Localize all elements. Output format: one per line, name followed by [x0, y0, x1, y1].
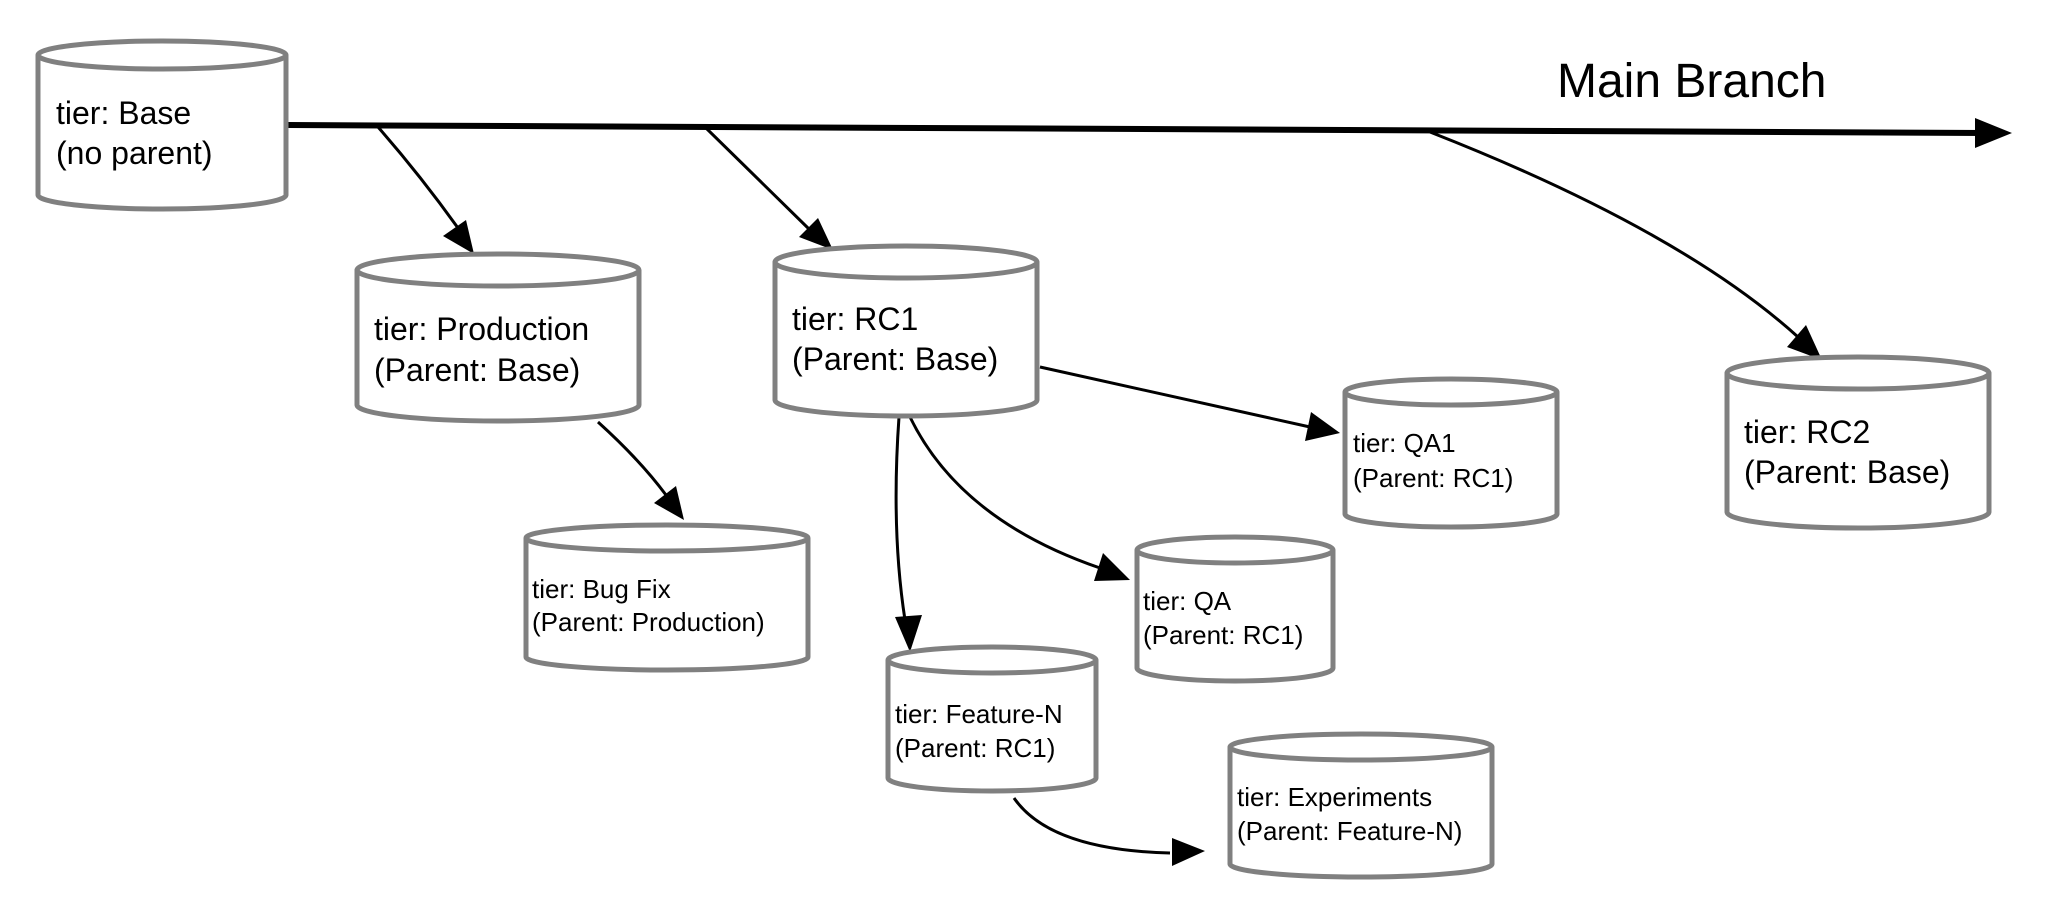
- tier-rc1-name: tier: RC1: [792, 301, 918, 337]
- tier-base: tier: Base (no parent): [35, 38, 289, 212]
- tier-production-body: [354, 270, 642, 424]
- main-branch-arrow: [287, 122, 1986, 136]
- edge-production-to-bugfix: [596, 420, 668, 496]
- tier-production-top: [354, 251, 642, 289]
- tier-rc1-parent: (Parent: Base): [792, 341, 998, 377]
- tier-qa-top: [1134, 534, 1336, 566]
- tier-qa1-top: [1342, 376, 1560, 408]
- edge-base-to-rc1: [704, 126, 812, 232]
- tier-bugfix-label: tier: Bug Fix (Parent: Production): [532, 574, 765, 637]
- tier-bugfix: tier: Bug Fix (Parent: Production): [523, 522, 811, 673]
- tier-experiments-top: [1227, 731, 1495, 763]
- edge-production-to-bugfix-arrowhead: [654, 486, 684, 520]
- edge-rc1-to-qa1: [1039, 365, 1311, 429]
- tier-rc1: tier: RC1 (Parent: Base): [772, 243, 1040, 419]
- tier-experiments-body: [1227, 747, 1495, 880]
- tier-production-name: tier: Production: [374, 311, 589, 347]
- edge-base-to-rc1-arrowhead: [799, 218, 833, 250]
- tier-base-parent: (no parent): [56, 135, 213, 171]
- tier-qa: tier: QA (Parent: RC1): [1134, 534, 1336, 684]
- edge-rc1-to-qa-arrowhead: [1094, 553, 1130, 581]
- edge-rc1-to-qa: [908, 416, 1101, 570]
- tier-feature-n: tier: Feature-N (Parent: RC1): [885, 644, 1099, 794]
- tier-rc2-label: tier: RC2 (Parent: Base): [1744, 414, 1950, 490]
- tier-base-name: tier: Base: [56, 95, 191, 131]
- tier-rc1-body: [772, 262, 1040, 419]
- edge-rc1-to-qa1-arrowhead: [1305, 412, 1340, 441]
- tier-production-parent: (Parent: Base): [374, 352, 580, 388]
- tier-bugfix-body: [523, 538, 811, 673]
- edge-rc1-to-feature-n: [894, 416, 907, 621]
- tier-production-label: tier: Production (Parent: Base): [374, 311, 598, 388]
- tier-bugfix-parent: (Parent: Production): [532, 607, 765, 637]
- tier-production: tier: Production (Parent: Base): [354, 251, 642, 424]
- edge-feature-n-to-experiments: [1012, 797, 1171, 855]
- tier-bugfix-top: [523, 522, 811, 554]
- tier-rc2-name: tier: RC2: [1744, 414, 1870, 450]
- connectors: [287, 118, 2012, 866]
- tier-qa1: tier: QA1 (Parent: RC1): [1342, 376, 1560, 530]
- tier-qa1-name: tier: QA1: [1353, 428, 1456, 458]
- tier-feature-n-top: [885, 644, 1099, 676]
- tier-rc2-top: [1724, 354, 1992, 392]
- tier-qa1-label: tier: QA1 (Parent: RC1): [1353, 428, 1513, 493]
- edge-base-to-rc2-arrowhead: [1787, 325, 1822, 360]
- tier-rc2: tier: RC2 (Parent: Base): [1724, 354, 1992, 531]
- tier-rc2-parent: (Parent: Base): [1744, 454, 1950, 490]
- tier-experiments-parent: (Parent: Feature-N): [1237, 816, 1462, 846]
- tier-rc1-label: tier: RC1 (Parent: Base): [792, 301, 998, 377]
- tier-bugfix-name: tier: Bug Fix: [532, 574, 671, 604]
- tier-qa-parent: (Parent: RC1): [1143, 620, 1303, 650]
- tier-qa-body: [1134, 550, 1336, 684]
- tier-experiments-label: tier: Experiments (Parent: Feature-N): [1237, 782, 1462, 846]
- main-branch-arrowhead: [1975, 118, 2012, 148]
- tier-qa1-parent: (Parent: RC1): [1353, 463, 1513, 493]
- tier-base-label: tier: Base (no parent): [56, 95, 213, 171]
- edge-base-to-rc2: [1429, 130, 1800, 339]
- edge-base-to-production: [376, 126, 460, 229]
- edge-feature-n-to-experiments-arrowhead: [1172, 838, 1205, 866]
- tier-feature-n-label: tier: Feature-N (Parent: RC1): [895, 699, 1070, 763]
- tier-feature-n-parent: (Parent: RC1): [895, 733, 1055, 763]
- tier-rc2-body: [1724, 373, 1992, 531]
- tier-experiments: tier: Experiments (Parent: Feature-N): [1227, 731, 1495, 880]
- tier-base-body: [35, 55, 289, 212]
- edge-base-to-production-arrowhead: [443, 220, 474, 254]
- main-branch-label: Main Branch: [1557, 55, 1826, 108]
- tier-qa1-body: [1342, 392, 1560, 530]
- tier-experiments-name: tier: Experiments: [1237, 782, 1432, 812]
- tier-qa-name: tier: QA: [1143, 586, 1232, 616]
- tier-feature-n-body: [885, 660, 1099, 794]
- edge-rc1-to-feature-n-arrowhead: [895, 615, 922, 652]
- tier-rc1-top: [772, 243, 1040, 281]
- tier-qa-label: tier: QA (Parent: RC1): [1143, 586, 1303, 650]
- tier-feature-n-name: tier: Feature-N: [895, 699, 1063, 729]
- tier-base-top: [35, 38, 289, 72]
